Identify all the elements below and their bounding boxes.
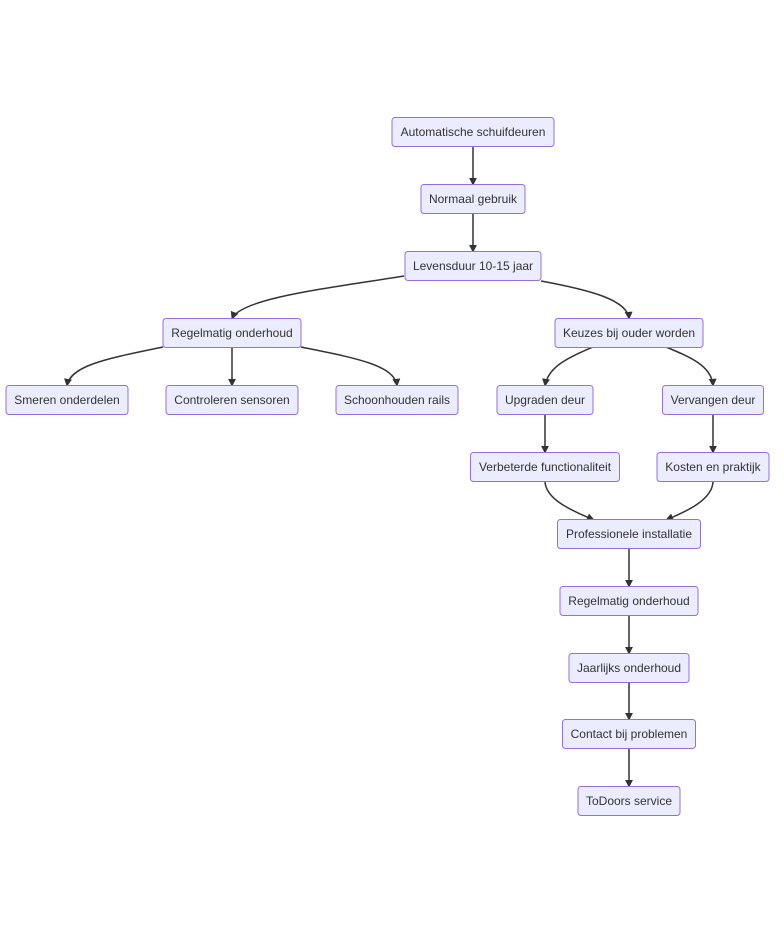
edge-e-i — [542, 346, 594, 387]
flowchart-node: Regelmatig onderhoud — [162, 318, 302, 348]
node-label: Verbeterde functionaliteit — [479, 460, 612, 474]
node-box — [420, 184, 526, 214]
node-label: Levensduur 10-15 jaar — [413, 259, 533, 273]
node-label: Upgraden deur — [505, 393, 585, 407]
node-box — [162, 318, 302, 348]
node-box — [391, 117, 555, 147]
node-box — [656, 452, 770, 482]
node-box — [496, 385, 594, 415]
flowchart-node: Upgraden deur — [496, 385, 594, 415]
node-label: Vervangen deur — [671, 393, 756, 407]
node-box — [470, 452, 620, 482]
flowchart-node: Normaal gebruik — [420, 184, 526, 214]
node-label: Keuzes bij ouder worden — [563, 326, 695, 340]
edge-c-d — [230, 275, 405, 320]
edge-d-f — [64, 346, 164, 387]
flowchart-node: Verbeterde functionaliteit — [470, 452, 620, 482]
edge-e-j — [665, 346, 717, 387]
node-label: Regelmatig onderhoud — [568, 594, 689, 608]
node-box — [559, 586, 699, 616]
node-box — [562, 719, 696, 749]
edge-c-e — [540, 280, 633, 320]
node-label: Smeren onderdelen — [14, 393, 119, 407]
node-box — [577, 786, 681, 816]
node-label: Contact bij problemen — [571, 727, 688, 741]
flowchart-node: Professionele installatie — [557, 519, 701, 549]
flowchart-node: Jaarlijks onderhoud — [568, 653, 690, 683]
node-label: Schoonhouden rails — [344, 393, 450, 407]
edge-k-m — [544, 480, 595, 521]
flowchart-node: ToDoors service — [577, 786, 681, 816]
node-label: Regelmatig onderhoud — [171, 326, 292, 340]
edge-d-h — [300, 346, 401, 387]
node-label: Normaal gebruik — [429, 192, 518, 206]
node-box — [335, 385, 459, 415]
node-label: ToDoors service — [586, 794, 672, 808]
node-box — [554, 318, 704, 348]
flowchart-node: Kosten en praktijk — [656, 452, 770, 482]
node-label: Jaarlijks onderhoud — [577, 661, 681, 675]
node-box — [404, 251, 542, 281]
flowchart-node: Vervangen deur — [662, 385, 764, 415]
flowchart-node: Controleren sensoren — [165, 385, 299, 415]
node-box — [5, 385, 129, 415]
flowchart-node: Regelmatig onderhoud — [559, 586, 699, 616]
node-box — [165, 385, 299, 415]
flowchart-node: Keuzes bij ouder worden — [554, 318, 704, 348]
flowchart-node: Automatische schuifdeuren — [391, 117, 555, 147]
flowchart-node: Schoonhouden rails — [335, 385, 459, 415]
edges-layer — [64, 147, 717, 788]
node-box — [662, 385, 764, 415]
flowchart-node: Contact bij problemen — [562, 719, 696, 749]
node-label: Kosten en praktijk — [665, 460, 761, 474]
flowchart-node: Levensduur 10-15 jaar — [404, 251, 542, 281]
flowchart-node: Smeren onderdelen — [5, 385, 129, 415]
node-label: Professionele installatie — [566, 527, 692, 541]
edge-l-m — [665, 480, 714, 521]
node-label: Controleren sensoren — [174, 393, 289, 407]
node-box — [557, 519, 701, 549]
node-label: Automatische schuifdeuren — [401, 125, 546, 139]
node-box — [568, 653, 690, 683]
